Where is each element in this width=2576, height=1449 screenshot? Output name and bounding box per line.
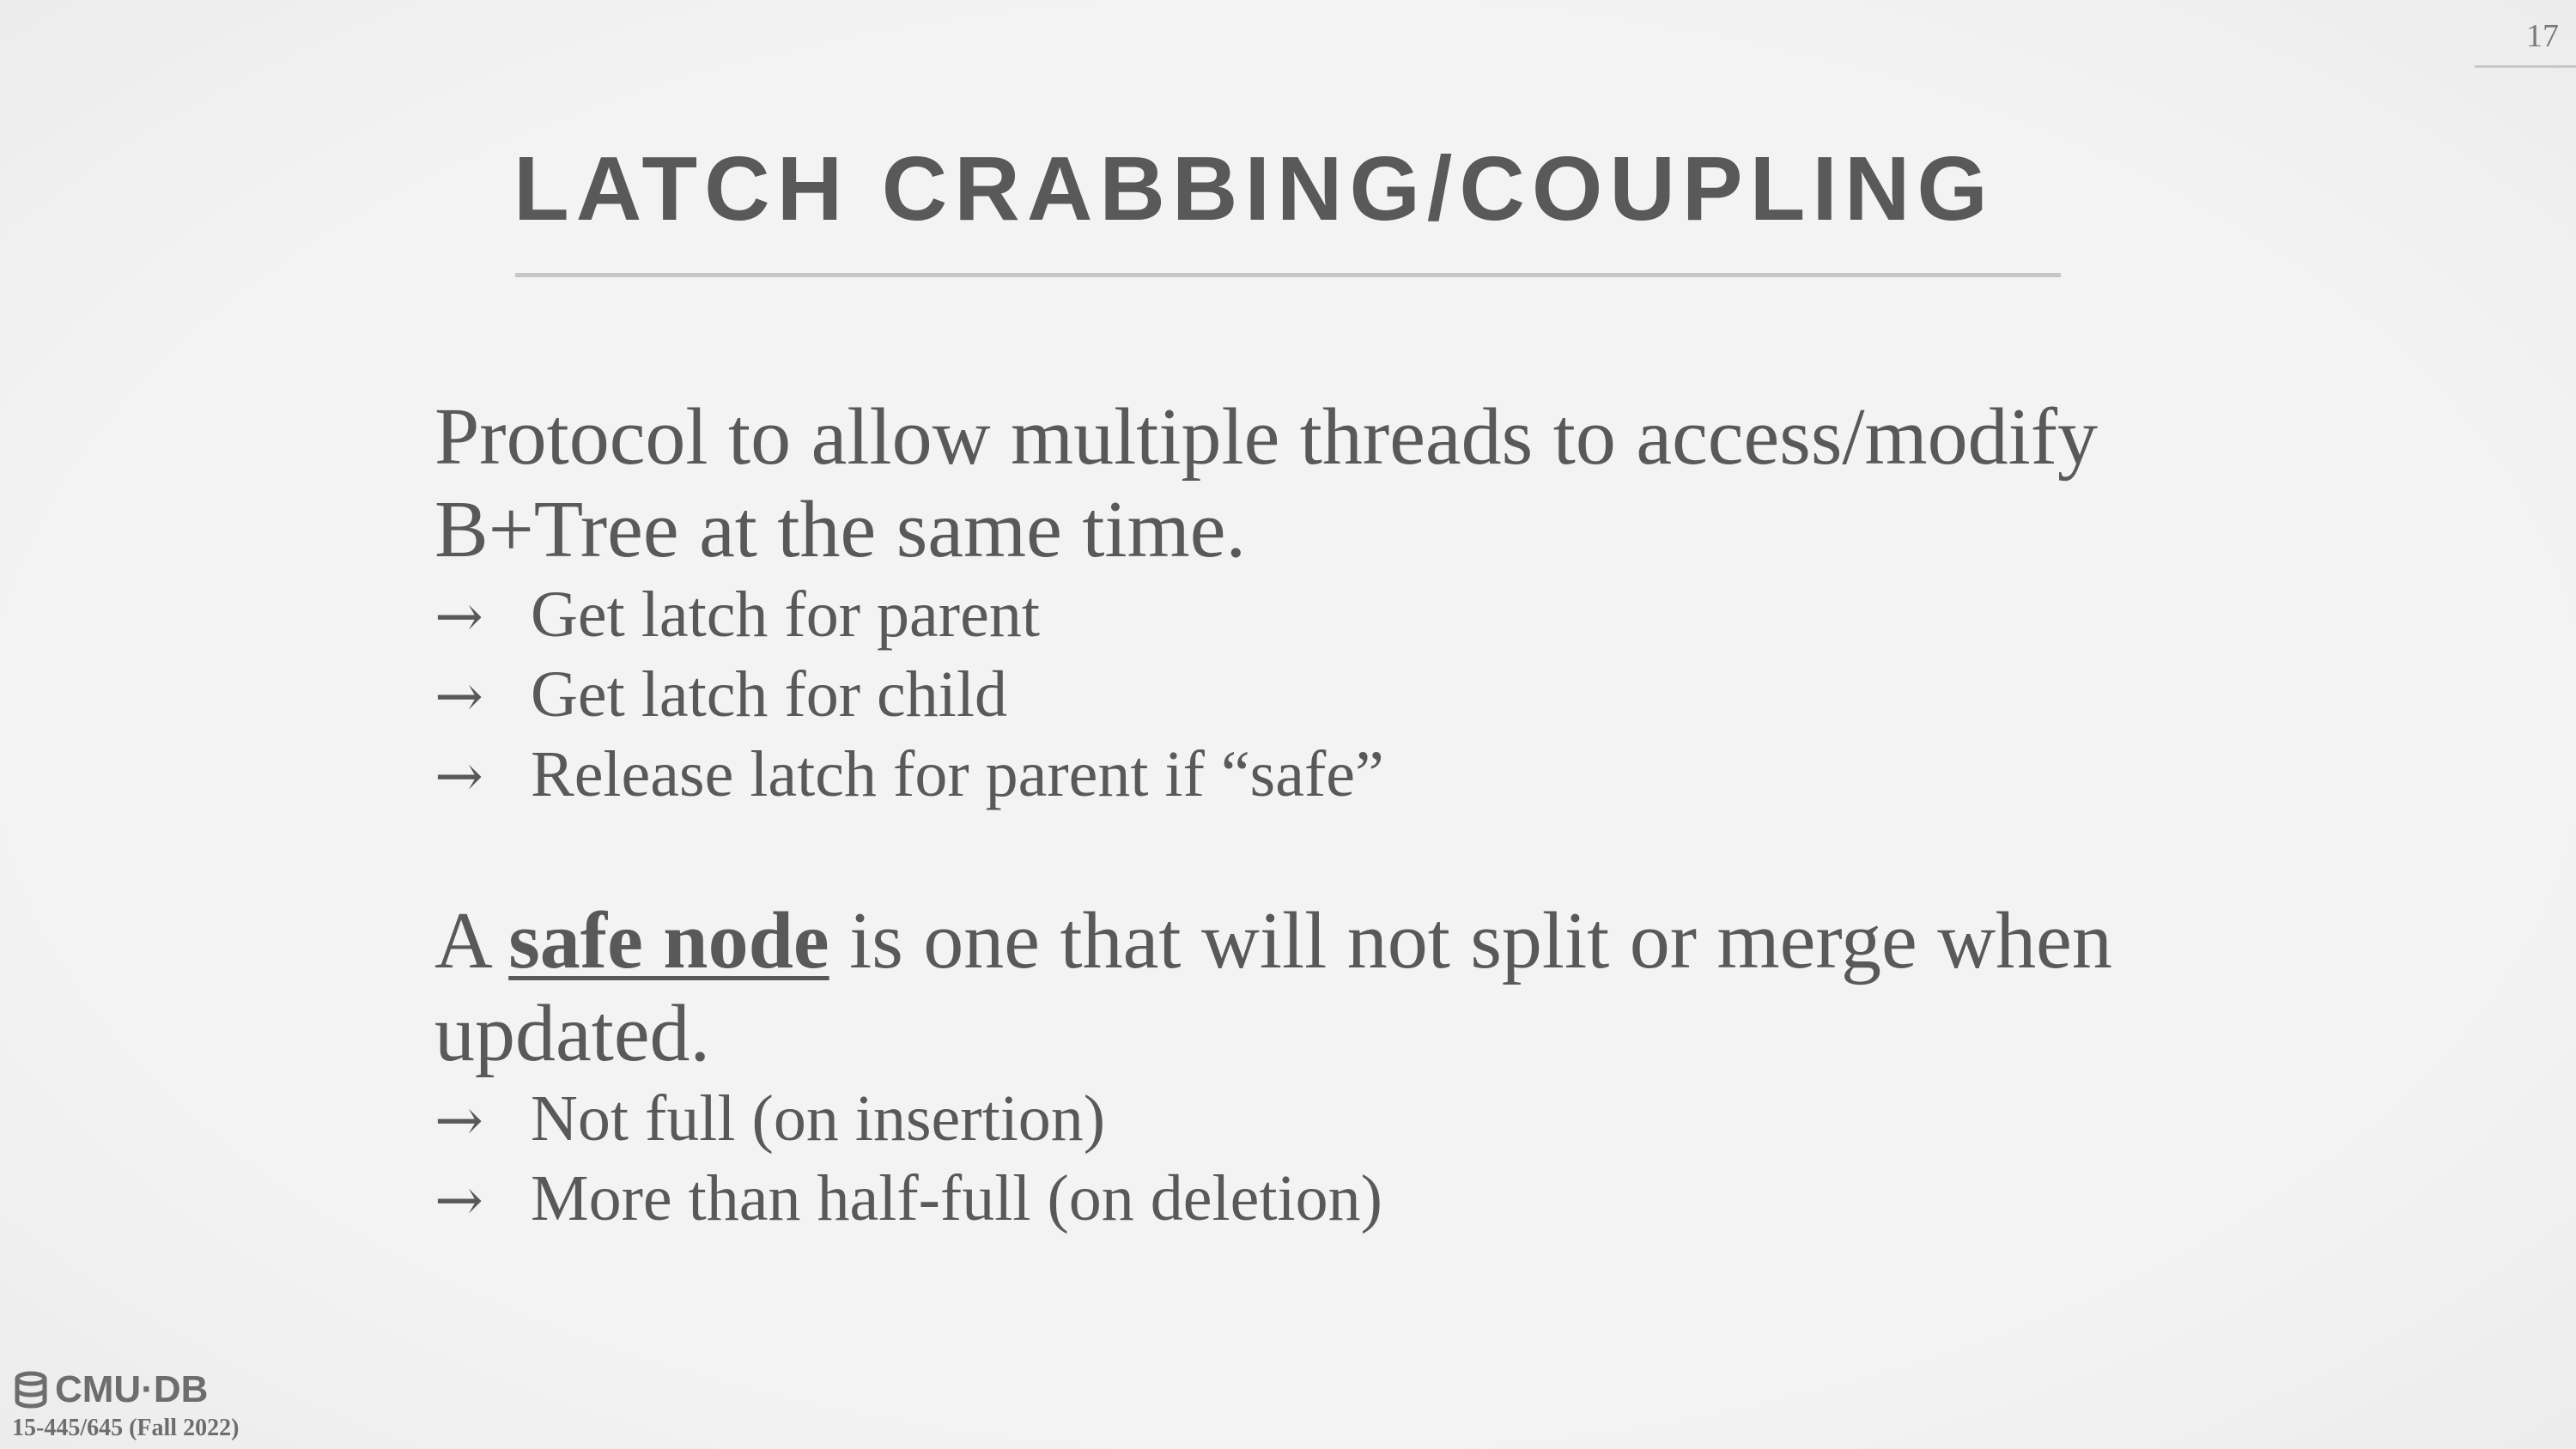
bullet-text: Get latch for child [531, 658, 1008, 731]
arrow-icon: → [434, 743, 483, 810]
page-number: 17 [2526, 18, 2559, 54]
cmu-db-logo: CMU·DB [12, 1368, 208, 1411]
bullet-text: Get latch for parent [531, 579, 1040, 651]
list-item: → Not full (on insertion) [434, 1080, 2152, 1160]
list-item: → Get latch for parent [434, 576, 2152, 656]
bullet-text: More than half-full (on deletion) [531, 1162, 1382, 1234]
slide-content: Protocol to allow multiple threads to ac… [434, 391, 2152, 1240]
safe-node-paragraph: A safe node is one that will not split o… [434, 894, 2152, 1080]
protocol-bullets: → Get latch for parent → Get latch for c… [434, 576, 2152, 815]
safe-node-prefix: A [434, 896, 509, 985]
page-number-rule [2475, 65, 2576, 68]
course-label: 15-445/645 (Fall 2022) [12, 1415, 240, 1441]
arrow-icon: → [434, 1167, 483, 1234]
arrow-icon: → [434, 1087, 483, 1155]
logo-text: CMU·DB [55, 1368, 209, 1410]
protocol-paragraph: Protocol to allow multiple threads to ac… [434, 392, 2099, 574]
database-icon [15, 1371, 47, 1409]
arrow-icon: → [434, 663, 483, 731]
safe-node-term: safe node [508, 896, 829, 985]
slide-title: LATCH CRABBING/COUPLING [513, 138, 1995, 239]
bullet-text: Not full (on insertion) [531, 1082, 1106, 1155]
title-underline [515, 273, 2061, 277]
list-item: → More than half-full (on deletion) [434, 1160, 2152, 1240]
safe-node-bullets: → Not full (on insertion) → More than ha… [434, 1080, 2152, 1240]
list-item: → Get latch for child [434, 656, 2152, 736]
list-item: → Release latch for parent if “safe” [434, 736, 2152, 815]
bullet-text: Release latch for parent if “safe” [531, 738, 1384, 810]
safe-node-definition: is one that will not split or merge when… [434, 896, 2112, 1078]
arrow-icon: → [434, 583, 483, 651]
